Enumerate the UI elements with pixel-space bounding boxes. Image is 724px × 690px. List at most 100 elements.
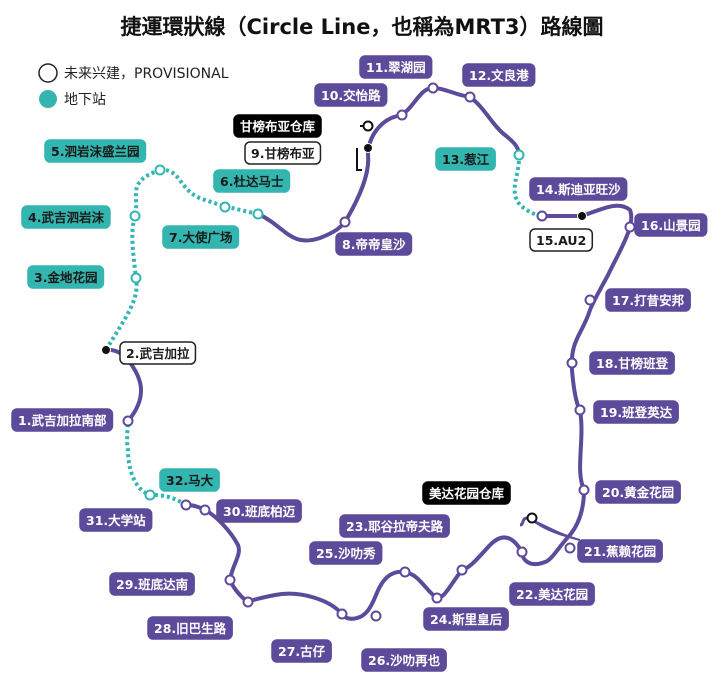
depot-dot[interactable] [362, 120, 374, 132]
station-dot[interactable] [456, 564, 468, 576]
station-dot[interactable] [144, 489, 156, 501]
svg-text:美达花园仓库: 美达花园仓库 [429, 486, 505, 501]
station-label-s15[interactable]: 15.AU2 [529, 228, 594, 252]
station-label-s21[interactable]: 21.蕉赖花园 [577, 539, 663, 563]
station-dot[interactable] [122, 415, 134, 427]
station-dot[interactable] [252, 208, 264, 220]
station-dot[interactable] [513, 149, 525, 161]
station-dot[interactable] [370, 610, 382, 622]
station-label-s28[interactable]: 28.旧巴生路 [147, 616, 233, 640]
station-label-s32[interactable]: 32.马大 [159, 468, 220, 492]
station-label-s11[interactable]: 11.翠湖园 [359, 55, 433, 79]
station-dot[interactable] [574, 404, 586, 416]
station-label-s2[interactable]: 2.武吉加拉 [119, 341, 197, 365]
svg-text:2.武吉加拉: 2.武吉加拉 [126, 346, 190, 361]
station-dot[interactable] [224, 574, 236, 586]
station-dot[interactable] [339, 216, 351, 228]
svg-text:26.沙叻再也: 26.沙叻再也 [368, 653, 441, 668]
depot-dot[interactable] [526, 512, 538, 524]
station-dot[interactable] [584, 294, 596, 306]
svg-text:31.大学站: 31.大学站 [86, 513, 146, 528]
station-label-s25[interactable]: 25.沙叻秀 [309, 541, 383, 565]
station-label-s17[interactable]: 17.打昔安邦 [605, 288, 691, 312]
station-label-s5[interactable]: 5.泗岩沫盛兰园 [44, 139, 147, 163]
svg-text:6.杜达马士: 6.杜达马士 [220, 174, 284, 189]
svg-text:18.甘榜班登: 18.甘榜班登 [596, 356, 669, 371]
line-segment-underground [125, 420, 188, 507]
depot-spur [531, 519, 581, 541]
station-label-s4[interactable]: 4.武吉泗岩沫 [21, 205, 111, 229]
station-label-s6[interactable]: 6.杜达马士 [213, 169, 291, 193]
station-dot[interactable] [464, 91, 476, 103]
svg-text:25.沙叻秀: 25.沙叻秀 [316, 546, 376, 561]
station-label-s18[interactable]: 18.甘榜班登 [589, 351, 675, 375]
svg-text:3.金地花园: 3.金地花园 [34, 270, 97, 285]
line-segment [340, 569, 439, 621]
svg-text:8.帝帝皇沙: 8.帝帝皇沙 [342, 237, 406, 252]
station-dot[interactable] [564, 542, 576, 554]
station-dot-provisional[interactable] [101, 345, 111, 355]
svg-text:20.黄金花园: 20.黄金花园 [602, 485, 674, 500]
station-label-s19[interactable]: 19.班登英达 [593, 400, 679, 424]
station-label-s24[interactable]: 24.斯里皇后 [423, 607, 509, 631]
station-label-s27[interactable]: 27.古仔 [271, 639, 332, 663]
svg-text:7.大使广场: 7.大使广场 [169, 230, 232, 245]
svg-text:24.斯里皇后: 24.斯里皇后 [430, 612, 503, 627]
station-label-s30[interactable]: 30.班底柏迈 [216, 499, 302, 523]
station-label-s23[interactable]: 23.耶谷拉帝夫路 [339, 514, 450, 538]
station-label-s9[interactable]: 9.甘榜布亚 [244, 141, 322, 165]
station-labels: 1.武吉加拉南部 2.武吉加拉 3.金地花园 4.武吉泗岩沫 5.泗岩沫盛兰园 … [11, 55, 708, 672]
station-dot[interactable] [130, 272, 142, 284]
station-dot[interactable] [396, 109, 408, 121]
station-label-s1[interactable]: 1.武吉加拉南部 [11, 408, 114, 432]
station-label-s16[interactable]: 16.山景园 [634, 213, 708, 237]
station-dot[interactable] [399, 566, 411, 578]
station-dot[interactable] [154, 164, 166, 176]
svg-text:22.美达花园: 22.美达花园 [516, 587, 588, 602]
station-dot[interactable] [199, 504, 211, 516]
svg-text:甘榜布亚仓库: 甘榜布亚仓库 [240, 119, 316, 134]
station-dot[interactable] [431, 592, 443, 604]
svg-text:4.武吉泗岩沫: 4.武吉泗岩沫 [28, 210, 104, 225]
line-segment [400, 85, 521, 157]
svg-text:5.泗岩沫盛兰园: 5.泗岩沫盛兰园 [51, 144, 139, 159]
svg-text:11.翠湖园: 11.翠湖园 [366, 60, 426, 75]
legend: 未来兴建，PROVISIONAL 地下站 [38, 63, 229, 108]
svg-text:16.山景园: 16.山景园 [641, 218, 701, 233]
depot-label-d1[interactable]: 甘榜布亚仓库 [233, 114, 322, 138]
station-dot[interactable] [516, 546, 528, 558]
legend-provisional-label: 未来兴建，PROVISIONAL [64, 66, 229, 82]
station-label-s7[interactable]: 7.大使广场 [162, 225, 240, 249]
station-label-s13[interactable]: 13.惹江 [435, 147, 496, 171]
station-dot[interactable] [180, 499, 192, 511]
station-dot-provisional[interactable] [577, 211, 587, 221]
station-label-s8[interactable]: 8.帝帝皇沙 [335, 232, 413, 256]
station-dot[interactable] [336, 608, 348, 620]
station-dot[interactable] [129, 210, 141, 222]
line-segment [540, 203, 634, 537]
depot-label-d2[interactable]: 美达花园仓库 [422, 481, 511, 505]
station-dot[interactable] [566, 357, 578, 369]
svg-text:13.惹江: 13.惹江 [442, 152, 490, 167]
station-dot[interactable] [219, 201, 231, 213]
station-dot[interactable] [624, 221, 636, 233]
station-label-s20[interactable]: 20.黄金花园 [595, 480, 681, 504]
station-label-s22[interactable]: 22.美达花园 [509, 582, 595, 606]
legend-provisional-marker [38, 63, 58, 83]
station-label-s12[interactable]: 12.文良港 [462, 63, 536, 87]
station-dot[interactable] [427, 82, 439, 94]
svg-text:17.打昔安邦: 17.打昔安邦 [612, 293, 685, 308]
station-dot[interactable] [536, 210, 548, 222]
station-label-s29[interactable]: 29.班底达南 [109, 572, 195, 596]
station-dot-provisional[interactable] [363, 143, 373, 153]
station-label-s31[interactable]: 31.大学站 [79, 508, 153, 532]
station-label-s26[interactable]: 26.沙叻再也 [361, 648, 447, 672]
station-dot[interactable] [578, 484, 590, 496]
station-dot[interactable] [242, 596, 254, 608]
station-label-s3[interactable]: 3.金地花园 [27, 265, 105, 289]
station-label-s10[interactable]: 10.交怡路 [314, 83, 388, 107]
svg-text:23.耶谷拉帝夫路: 23.耶谷拉帝夫路 [346, 519, 444, 534]
svg-text:1.武吉加拉南部: 1.武吉加拉南部 [18, 413, 107, 428]
station-label-s14[interactable]: 14.斯迪亚旺沙 [529, 177, 628, 201]
